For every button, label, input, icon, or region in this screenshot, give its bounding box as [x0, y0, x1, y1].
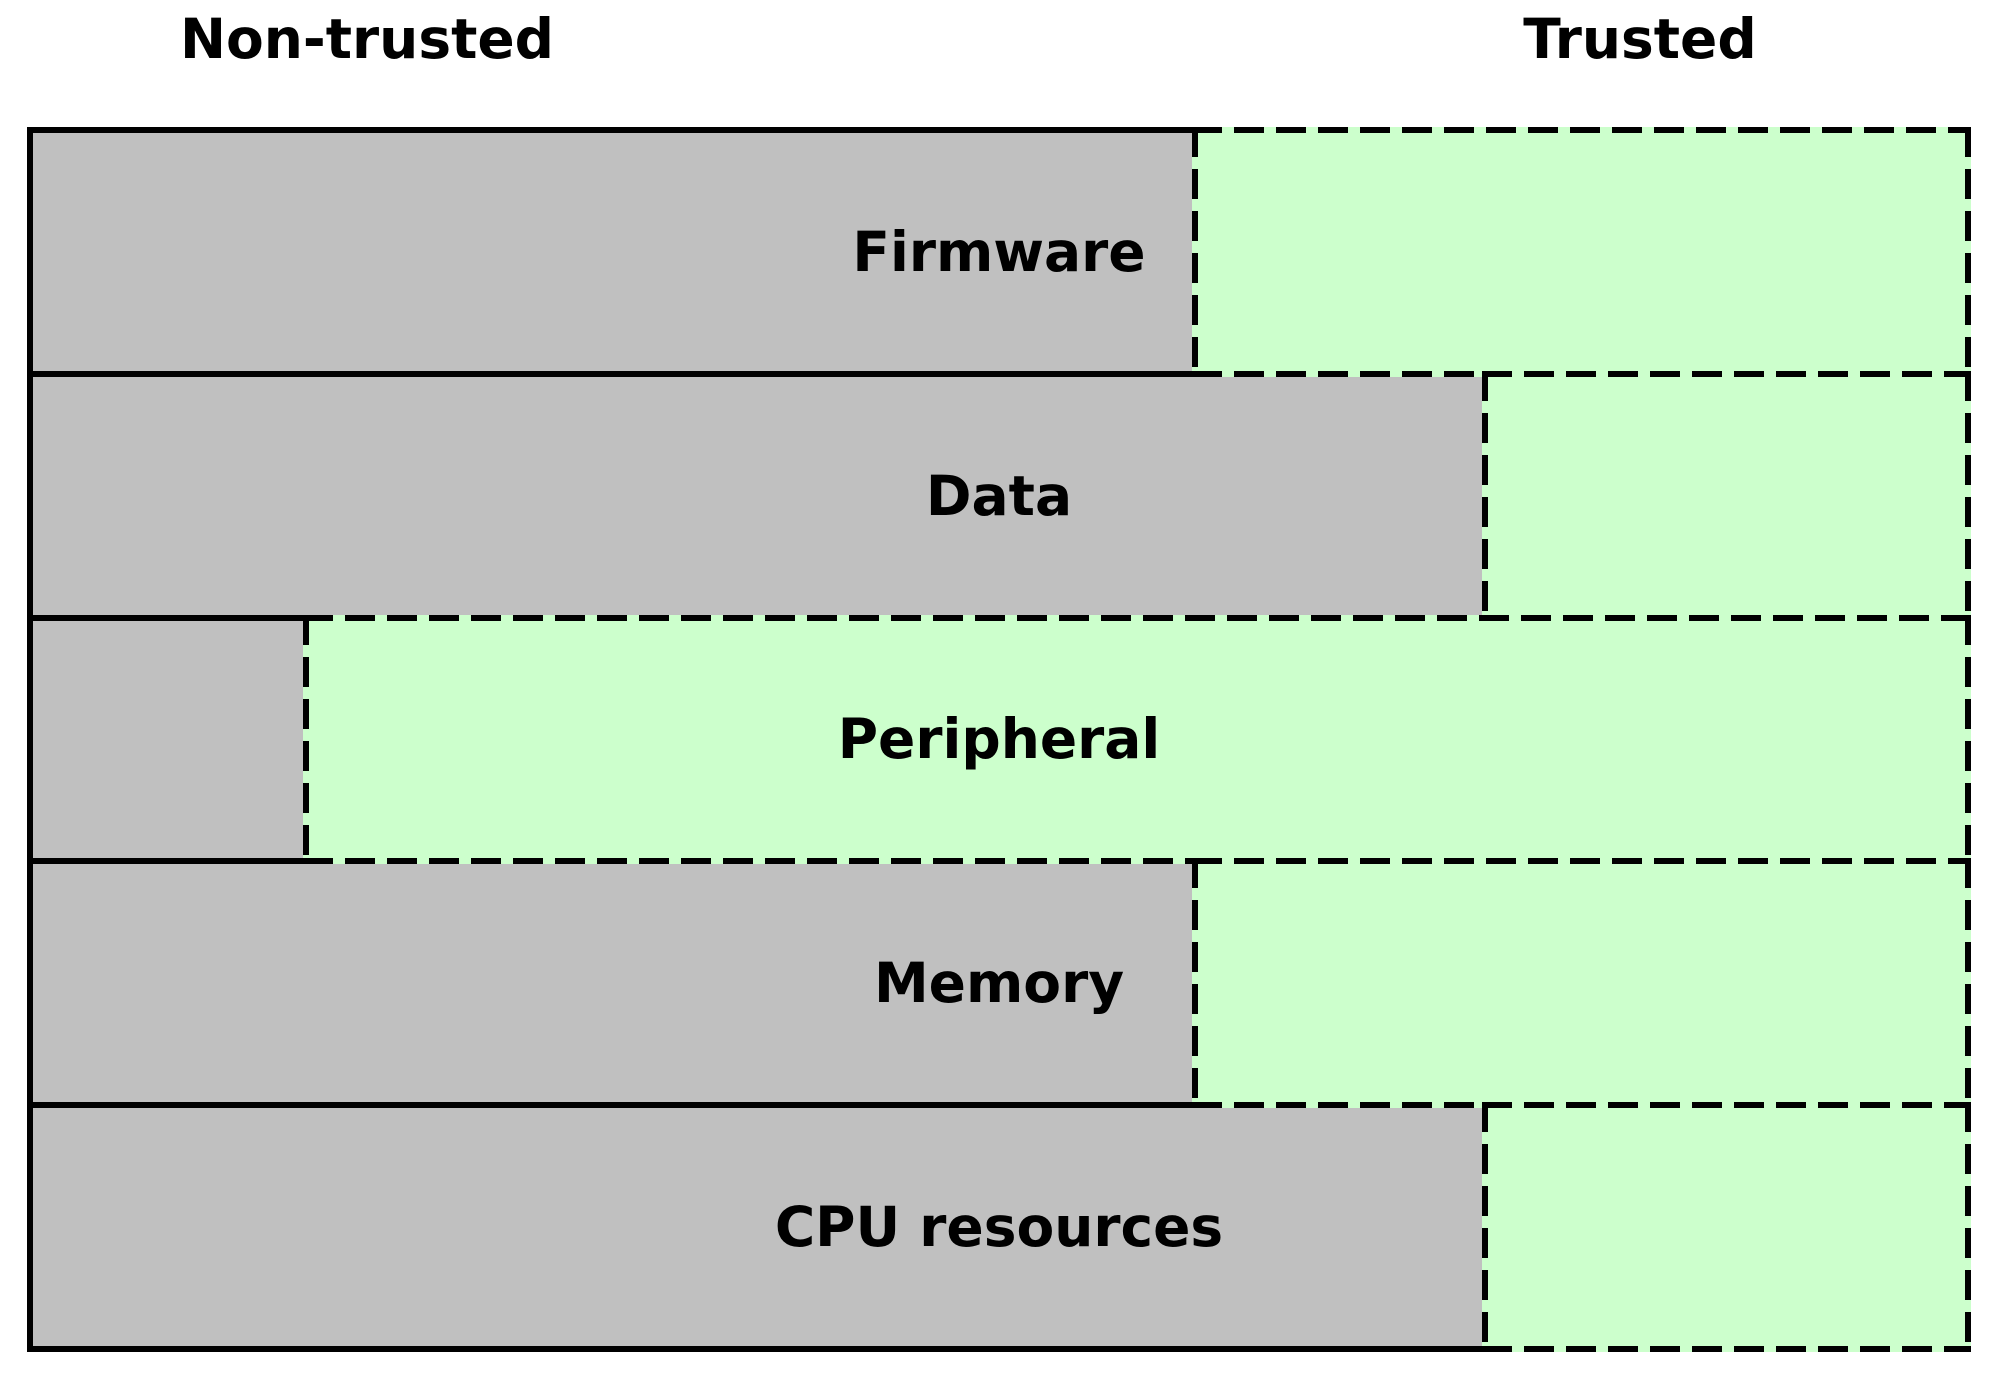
row-label-peripheral: Peripheral — [837, 707, 1161, 772]
resource-row-data: Data — [33, 370, 1971, 621]
resource-row-memory: Memory — [33, 858, 1971, 1109]
resource-row-peripheral: Peripheral — [33, 614, 1971, 865]
trusted-region-cpu-resources — [1482, 1102, 1971, 1352]
non-trusted-column-header: Non-trusted — [179, 7, 555, 71]
row-label-firmware: Firmware — [852, 219, 1146, 284]
resource-row-cpu-resources: CPU resources — [33, 1102, 1971, 1352]
trusted-region-memory — [1192, 858, 1971, 1109]
row-label-data: Data — [925, 463, 1073, 528]
row-label-memory: Memory — [873, 951, 1125, 1016]
row-label-cpu-resources: CPU resources — [774, 1195, 1224, 1260]
trusted-column-header: Trusted — [1523, 7, 1757, 71]
trusted-region-peripheral — [303, 614, 1971, 865]
resource-row-firmware: Firmware — [33, 127, 1971, 377]
trusted-region-firmware — [1192, 127, 1971, 377]
trusted-region-data — [1482, 370, 1971, 621]
